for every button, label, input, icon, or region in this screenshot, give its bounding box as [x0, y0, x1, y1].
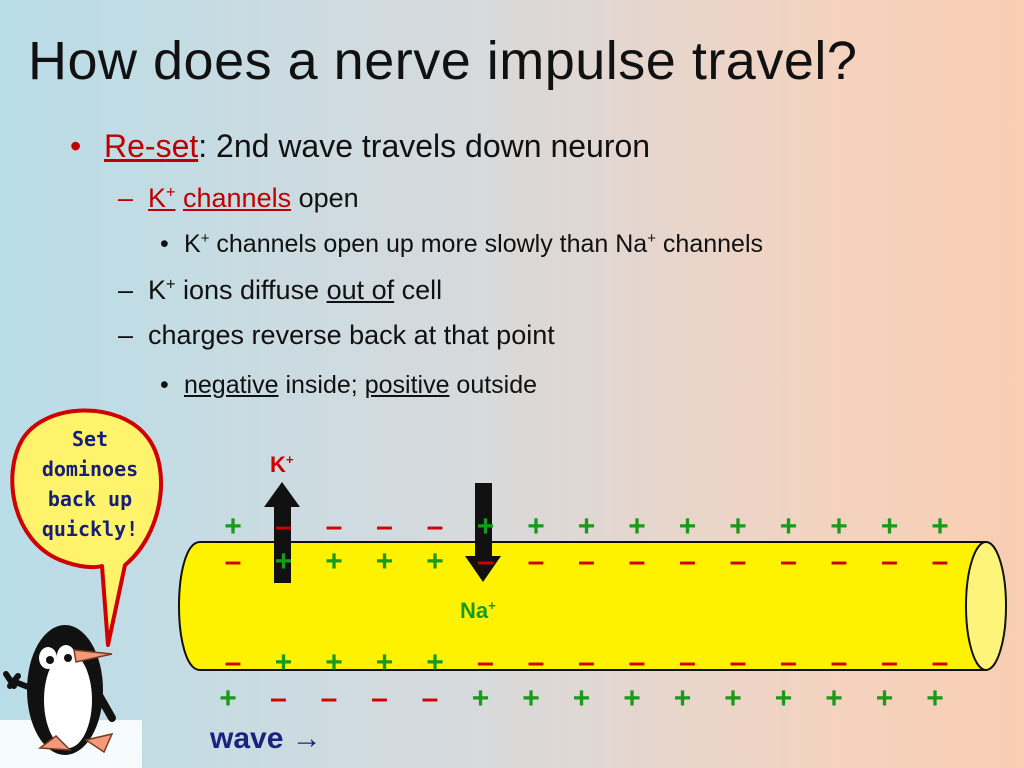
wave-direction-label: wave →: [210, 722, 322, 755]
dash-marker: –: [118, 275, 134, 305]
charge-sign: –: [932, 646, 949, 679]
charge-sign: +: [224, 510, 242, 543]
charge-sign: +: [825, 682, 843, 715]
charge-sign: –: [422, 682, 439, 715]
charge-sign: –: [881, 545, 898, 578]
dash-marker: –: [118, 320, 134, 350]
charge-sign: –: [831, 646, 848, 679]
k-out-arrow: [264, 482, 300, 583]
negative-term: negative: [184, 371, 279, 399]
charge-sign: –: [578, 545, 595, 578]
charge-sign: –: [225, 646, 242, 679]
dash-marker: –: [118, 183, 134, 213]
charge-signs: +––––++++++++++–++++–––––––––––++++–––––…: [219, 510, 949, 715]
charge-sign: –: [730, 646, 747, 679]
charge-sign: +: [775, 682, 793, 715]
sub-charges-reverse: –charges reverse back at that point: [118, 320, 555, 350]
positive-term: positive: [364, 371, 450, 399]
out-of-term: out of: [326, 275, 395, 305]
na-ion-label: Na+: [460, 598, 496, 623]
charge-sign: –: [780, 545, 797, 578]
charge-sign: +: [376, 646, 394, 679]
charge-sign: +: [830, 510, 848, 543]
charge-sign: –: [376, 510, 393, 543]
penguin-icon: [0, 625, 142, 768]
charge-sign: +: [527, 510, 545, 543]
charge-sign: +: [426, 646, 444, 679]
charge-sign: –: [881, 646, 898, 679]
charge-sign: –: [477, 545, 494, 578]
reset-link: Re-set: [104, 128, 199, 164]
channels-term: channels: [183, 183, 292, 213]
sub-charges-detail: •negative inside; positive outside: [160, 371, 538, 399]
charge-sign: +: [573, 682, 591, 715]
charge-sign: +: [729, 510, 747, 543]
axon: [178, 541, 1007, 671]
charge-sign: –: [629, 646, 646, 679]
charge-sign: +: [472, 682, 490, 715]
charge-sign: –: [780, 646, 797, 679]
charge-sign: +: [623, 682, 641, 715]
sub-k-channels: –K+ channels open: [118, 183, 359, 214]
reset-text: : 2nd wave travels down neuron: [198, 128, 651, 164]
charge-sign: +: [325, 646, 343, 679]
charge-sign: +: [931, 510, 949, 543]
charge-sign: +: [219, 682, 237, 715]
charge-sign: –: [679, 545, 696, 578]
charge-sign: –: [275, 510, 292, 543]
k-term: K+: [148, 183, 176, 213]
charge-sign: –: [629, 545, 646, 578]
charge-sign: –: [528, 545, 545, 578]
charge-sign: –: [326, 510, 343, 543]
charge-sign: –: [528, 646, 545, 679]
charge-sign: +: [578, 510, 596, 543]
slide-title: How does a nerve impulse travel?: [28, 31, 858, 91]
speech-bubble: [10, 408, 164, 647]
small-bullet-marker: •: [160, 371, 169, 399]
charge-sign: +: [275, 646, 293, 679]
sub-k-diffuse: –K+ ions diffuse out of cell: [118, 275, 443, 305]
charge-sign: +: [926, 682, 944, 715]
sub-k-detail: •K+ channels open up more slowly than Na…: [160, 230, 764, 258]
charge-sign: +: [881, 510, 899, 543]
charge-sign: +: [426, 545, 444, 578]
charge-sign: +: [477, 510, 495, 543]
charge-sign: +: [876, 682, 894, 715]
charge-sign: –: [477, 646, 494, 679]
charge-sign: –: [730, 545, 747, 578]
charge-sign: –: [225, 545, 242, 578]
charge-sign: –: [679, 646, 696, 679]
charge-sign: –: [371, 682, 388, 715]
bubble-text: Set dominoes back up quickly!: [41, 427, 139, 541]
open-text: open: [291, 183, 359, 213]
charge-sign: +: [376, 545, 394, 578]
na-in-arrow: [465, 483, 501, 582]
k-ion-label: K+: [270, 452, 294, 477]
bullet-reset: • Re-set: 2nd wave travels down neuron: [70, 128, 650, 165]
charge-sign: –: [321, 682, 338, 715]
charge-sign: +: [724, 682, 742, 715]
charge-sign: –: [831, 545, 848, 578]
charge-sign: +: [780, 510, 798, 543]
charge-sign: –: [427, 510, 444, 543]
charge-sign: –: [932, 545, 949, 578]
charge-sign: +: [679, 510, 697, 543]
bullet-marker: •: [70, 128, 82, 164]
charge-sign: +: [674, 682, 692, 715]
charge-sign: +: [325, 545, 343, 578]
charge-sign: –: [578, 646, 595, 679]
charge-sign: +: [628, 510, 646, 543]
charge-sign: –: [270, 682, 287, 715]
small-bullet-marker: •: [160, 230, 169, 258]
charge-sign: +: [522, 682, 540, 715]
charge-sign: +: [275, 545, 293, 578]
